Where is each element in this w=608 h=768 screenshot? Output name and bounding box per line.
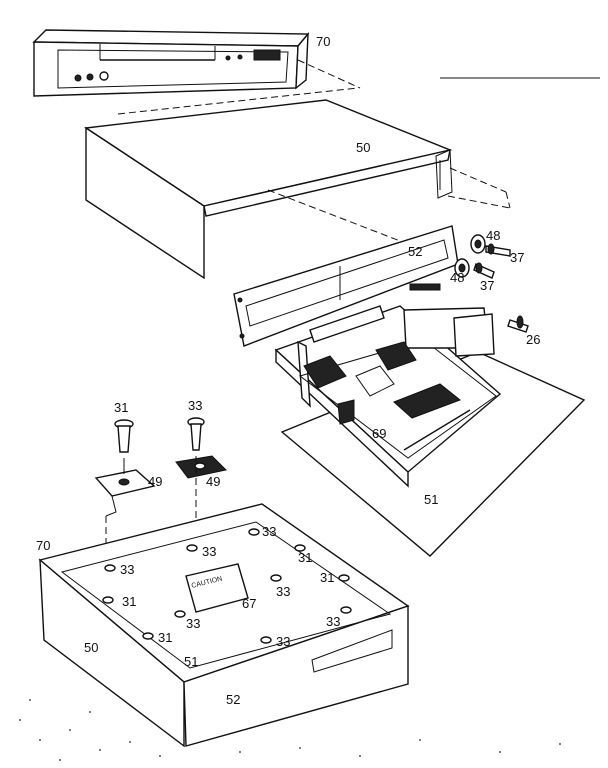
label-caution: 67: [242, 596, 256, 611]
label-asm-back: 52: [226, 692, 240, 707]
assembled-unit: [38, 503, 410, 748]
label-hole-33: 33: [186, 616, 200, 631]
label-hole-33: 33: [120, 562, 134, 577]
label-hole-33: 33: [262, 524, 276, 539]
label-foot-bracket-1: 49: [148, 474, 162, 489]
label-pcb: 69: [372, 426, 386, 441]
label-side-screw: 26: [526, 332, 540, 347]
guide-line: [449, 167, 507, 193]
label-hole-31: 31: [122, 594, 136, 609]
assembly-holes: [102, 528, 352, 644]
label-hole-31: 31: [158, 630, 172, 645]
guide-line: [117, 87, 359, 115]
label-washer-upper: 48: [486, 228, 500, 243]
side-screw: [507, 315, 529, 333]
front-bezel: [32, 29, 310, 97]
label-foot-screw-33: 33: [188, 398, 202, 413]
foot-bracket-2: [175, 455, 228, 479]
label-asm-cover: 50: [84, 640, 98, 655]
guide-line: [297, 59, 361, 89]
foot-screw-33: [187, 417, 205, 451]
label-hole-31: 31: [320, 570, 334, 585]
label-hole-33: 33: [276, 634, 290, 649]
label-front-bezel: 70: [316, 34, 330, 49]
washer-screw-upper: [470, 234, 511, 257]
label-screw-lower: 37: [480, 278, 494, 293]
guide-line: [505, 191, 511, 209]
label-asm-bezel: 70: [36, 538, 50, 553]
label-screw-upper: 37: [510, 250, 524, 265]
foot-bracket-1: [94, 469, 156, 517]
label-back-plate: 52: [408, 244, 422, 259]
foot-screw-31: [114, 419, 134, 453]
label-foot-screw-31: 31: [114, 400, 128, 415]
label-top-cover: 50: [356, 140, 370, 155]
pcb-chassis: [274, 305, 502, 488]
washer-screw-lower: [454, 258, 495, 279]
guide-line: [447, 195, 511, 209]
label-foot-bracket-2: 49: [206, 474, 220, 489]
label-base-panel: 51: [424, 492, 438, 507]
label-washer-lower: 48: [450, 270, 464, 285]
label-asm-base: 51: [184, 654, 198, 669]
top-cover: [84, 99, 453, 280]
scan-noise: [19, 699, 561, 761]
label-hole-33: 33: [276, 584, 290, 599]
label-hole-33: 33: [326, 614, 340, 629]
label-hole-31: 31: [298, 550, 312, 565]
label-hole-33: 33: [202, 544, 216, 559]
